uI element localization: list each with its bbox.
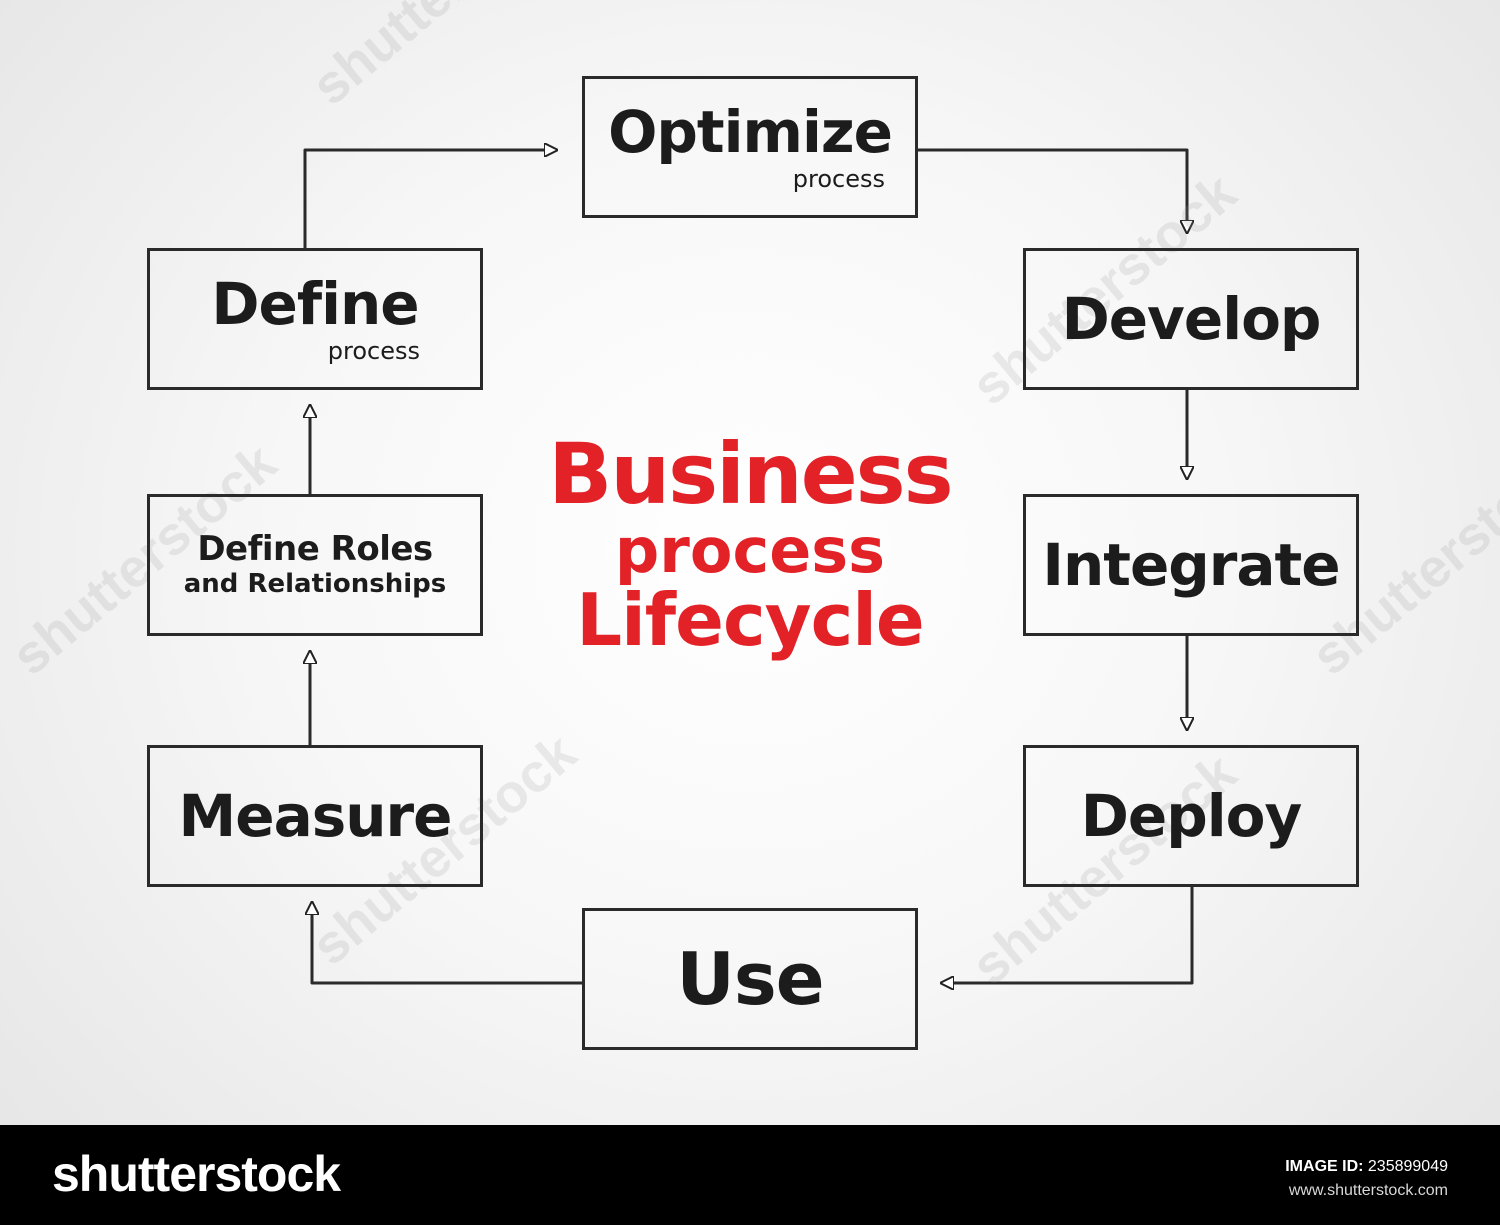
arrow-use-to-measure bbox=[312, 903, 582, 985]
node-optimize-sublabel: process bbox=[792, 165, 885, 193]
node-develop-label: Develop bbox=[1061, 285, 1322, 353]
node-integrate-label: Integrate bbox=[1042, 531, 1340, 599]
title-line-1: Business bbox=[548, 425, 953, 523]
node-define-roles-line2: and Relationships bbox=[183, 568, 447, 599]
node-optimize-label: Optimize bbox=[608, 98, 893, 166]
node-use-label: Use bbox=[676, 937, 824, 1021]
node-optimize: Optimize process bbox=[582, 76, 918, 218]
diagram-title: Business process Lifecycle bbox=[500, 430, 1000, 659]
arrow-optimize-to-develop bbox=[918, 148, 1187, 232]
title-line-3: Lifecycle bbox=[576, 578, 925, 663]
arrow-deploy-to-use bbox=[942, 887, 1194, 983]
arrow-define-to-optimize bbox=[303, 150, 556, 248]
node-integrate: Integrate bbox=[1023, 494, 1359, 636]
stock-footer: shutterstock IMAGE ID: 235899049 www.shu… bbox=[0, 1125, 1500, 1225]
node-use: Use bbox=[582, 908, 918, 1050]
node-define: Define process bbox=[147, 248, 483, 390]
image-id-label: IMAGE ID: bbox=[1285, 1158, 1364, 1175]
image-id-value: 235899049 bbox=[1367, 1158, 1448, 1175]
title-line-2: process bbox=[614, 514, 886, 588]
connector-arrows bbox=[0, 0, 1500, 1125]
node-develop: Develop bbox=[1023, 248, 1359, 390]
node-define-label: Define bbox=[211, 270, 419, 338]
shutterstock-logo: shutterstock bbox=[52, 1146, 341, 1202]
footer-url: www.shutterstock.com bbox=[1288, 1182, 1448, 1199]
node-measure: Measure bbox=[147, 745, 483, 887]
node-deploy: Deploy bbox=[1023, 745, 1359, 887]
node-measure-label: Measure bbox=[178, 782, 453, 850]
node-define-roles-line1: Define Roles bbox=[197, 528, 433, 569]
image-id-block: IMAGE ID: 235899049 www.shutterstock.com bbox=[1285, 1155, 1448, 1203]
node-define-sublabel: process bbox=[327, 337, 420, 365]
lifecycle-diagram: shutterstock shutterstock shutterstock s… bbox=[0, 0, 1500, 1125]
node-deploy-label: Deploy bbox=[1080, 782, 1303, 850]
node-define-roles: Define Roles and Relationships bbox=[147, 494, 483, 636]
